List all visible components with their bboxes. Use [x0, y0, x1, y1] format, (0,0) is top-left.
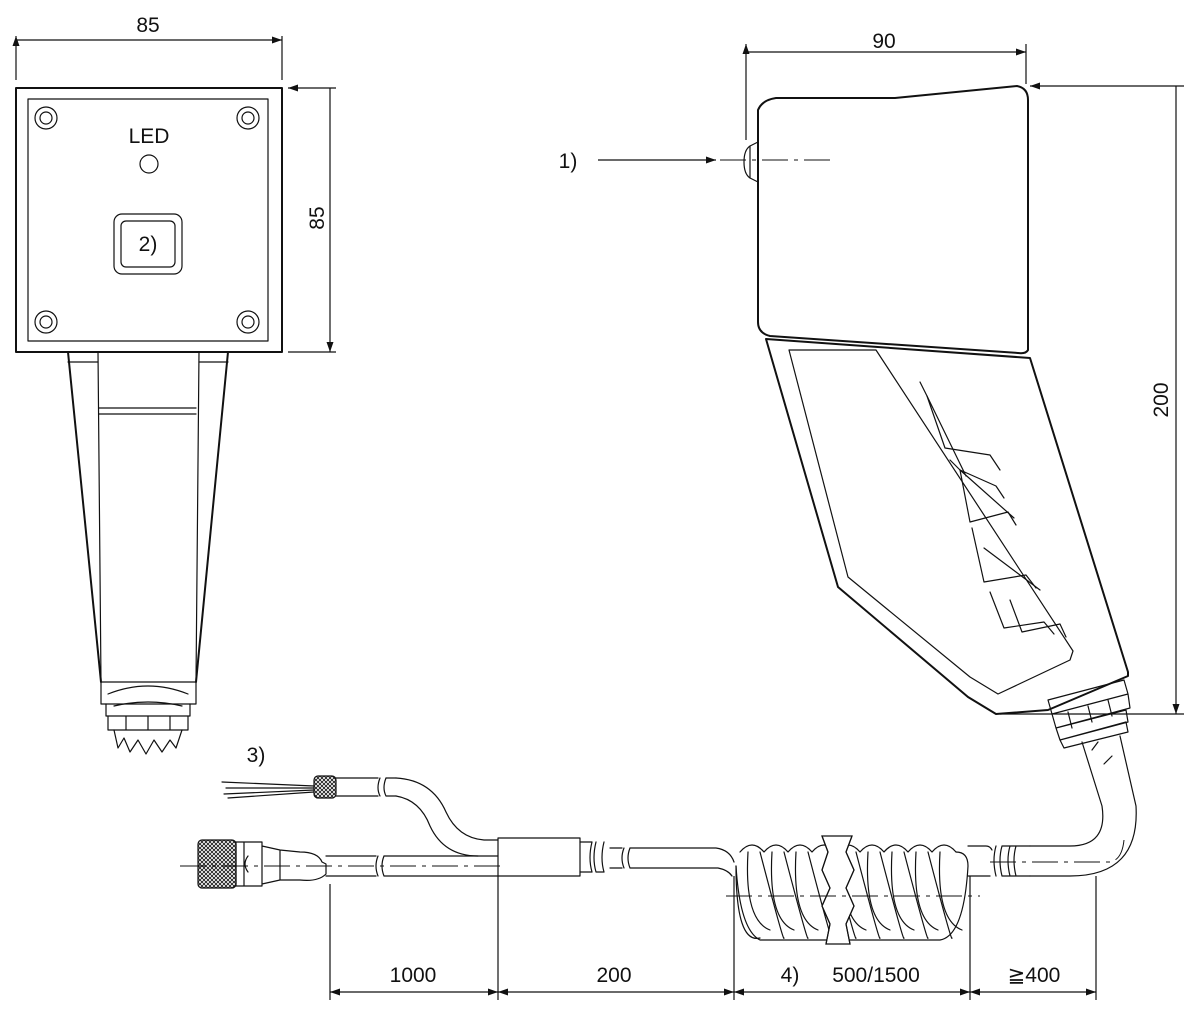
dim-front-width: 85 [136, 14, 159, 37]
front-view [16, 36, 336, 755]
dim-cable-1: 1000 [390, 964, 437, 987]
coiled-cable [735, 835, 969, 945]
wire-leads [221, 781, 315, 799]
front-handle [67, 351, 229, 755]
side-cable [1029, 735, 1137, 877]
trigger-button [743, 141, 759, 183]
dim-line-side-height [1000, 86, 1184, 714]
callout-4-label: 4) [781, 964, 800, 987]
cable-assembly [180, 775, 1125, 945]
mounting-screw [34, 106, 260, 334]
knurled-sleeve [313, 775, 337, 799]
grip-inset [788, 349, 1074, 695]
side-view [598, 44, 1184, 877]
callout-3-label: 3) [247, 744, 266, 767]
push-button [113, 213, 183, 275]
dim-line-front-width [16, 36, 282, 80]
connector-body [235, 841, 327, 887]
dim-cable-coil: 500/1500 [832, 964, 920, 987]
led-label: LED [129, 125, 170, 148]
front-panel [27, 98, 269, 342]
dim-front-height: 85 [306, 206, 329, 229]
dim-side-height: 200 [1150, 382, 1173, 417]
cable-splitter [497, 837, 581, 877]
callout-2-label: 2) [139, 233, 158, 256]
dim-line-front-height [288, 88, 336, 352]
cable-stub [113, 729, 183, 755]
dim-cable-2: 200 [596, 964, 631, 987]
led-indicator [139, 154, 159, 174]
dim-side-width: 90 [872, 30, 895, 53]
dim-line-side-width [746, 44, 1026, 140]
cable-dimensions [329, 876, 1097, 1000]
dim-cable-end: ≧400 [1008, 964, 1061, 987]
connector-nut [197, 839, 237, 889]
callout-1-label: 1) [559, 150, 578, 173]
grip-ribs [919, 381, 1067, 638]
side-head [757, 85, 1029, 355]
cable-gland [105, 685, 191, 731]
